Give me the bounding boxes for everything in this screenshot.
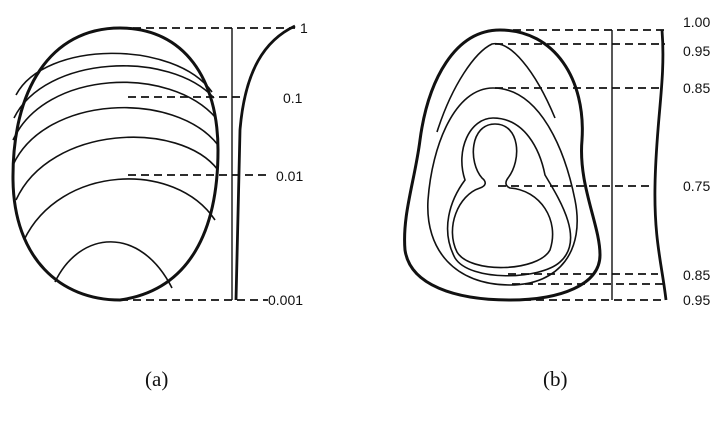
- panel-a: [11, 24, 296, 302]
- panel-b-label-0.75: 0.75: [683, 178, 710, 194]
- panel-b-contour: [446, 117, 572, 277]
- panel-b: [403, 28, 668, 302]
- panel-b-contour: [427, 87, 578, 286]
- panel-b-core-contour: [451, 123, 554, 269]
- panel-b-profile-curve: [653, 29, 668, 301]
- panel-a-contour: [13, 65, 215, 119]
- panel-a-profile-curve: [234, 24, 296, 301]
- panel-a-contour: [15, 136, 219, 201]
- panel-a-caption: (a): [145, 367, 168, 391]
- panel-a-contour: [54, 241, 173, 289]
- panel-a-contour: [23, 178, 216, 241]
- panel-a-label-0.01: 0.01: [276, 168, 303, 184]
- panel-a-label-0.001: 0.001: [268, 292, 303, 308]
- panel-b-label-0.85: 0.85: [683, 80, 710, 96]
- panel-a-scale-labels: 1 0.1 0.01 0.001: [268, 20, 308, 308]
- panel-b-label-1.00: 1.00: [683, 14, 710, 30]
- panel-a-contour: [12, 81, 217, 141]
- panel-b-contour: [436, 42, 556, 133]
- panel-b-caption: (b): [543, 367, 568, 391]
- panel-a-contour: [15, 52, 213, 96]
- panel-a-contour: [12, 106, 219, 166]
- panel-a-label-0.1: 0.1: [283, 90, 303, 106]
- panel-b-outline: [403, 28, 602, 302]
- panel-a-label-1: 1: [300, 20, 308, 36]
- panel-b-label-0.95-lower: 0.95: [683, 292, 710, 308]
- panel-b-scale-labels: 1.00 0.95 0.85 0.75 0.85 0.95: [683, 14, 710, 308]
- panel-b-label-0.95: 0.95: [683, 43, 710, 59]
- panel-b-label-0.85-lower: 0.85: [683, 267, 710, 283]
